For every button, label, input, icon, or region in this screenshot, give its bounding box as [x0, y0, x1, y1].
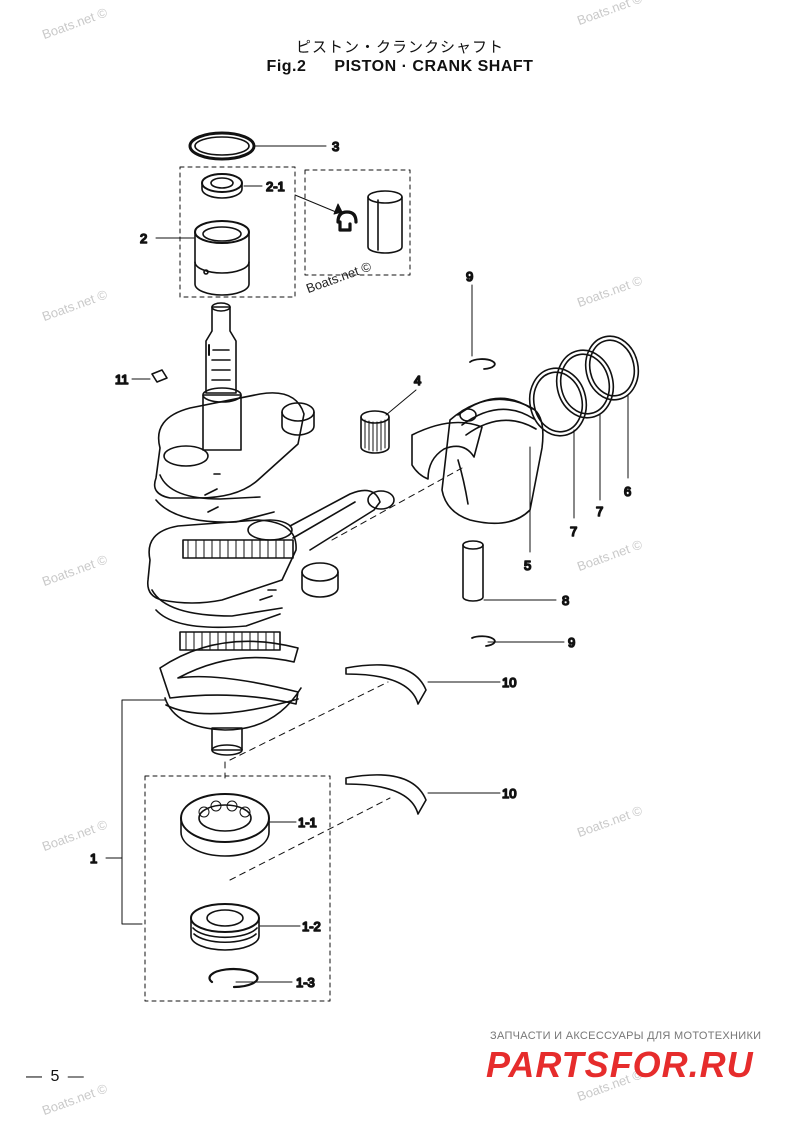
part-1-1-ball-bearing[interactable] [180, 793, 270, 857]
figure-title-english: PISTON · CRANK SHAFT [334, 58, 534, 75]
callout-3: 3 [332, 139, 339, 154]
part-7-piston-ring-a[interactable] [524, 363, 593, 441]
part-4-small-end-bearing[interactable] [360, 410, 390, 454]
inset-bearing-sleeve [367, 190, 403, 254]
part-1-crankshaft[interactable] [146, 302, 381, 756]
part-5-piston[interactable] [411, 397, 544, 525]
assembly-guide-lines [224, 467, 463, 881]
inset-detail-box [304, 169, 411, 276]
callout-1: 1 [90, 851, 97, 866]
brand-tagline: ЗАПЧАСТИ И АКСЕССУАРЫ ДЛЯ МОТОТЕХНИКИ [490, 1030, 762, 1042]
figure-label: Fig.2 [266, 58, 307, 75]
brand-logo[interactable]: PARTSFOR.RU [486, 1044, 754, 1085]
part-9-clip-upper[interactable] [469, 358, 496, 370]
callout-2: 2 [140, 231, 147, 246]
callout-10-lower: 10 [502, 786, 516, 801]
part-2-group-box [179, 166, 296, 298]
part-7-piston-ring-b[interactable] [551, 345, 620, 423]
callout-8: 8 [562, 593, 569, 608]
diagram-title-japanese: ピストン・クランクシャフト [295, 38, 504, 56]
part-2-bearing[interactable] [194, 220, 250, 296]
part-9-clip-lower[interactable] [471, 635, 496, 647]
callout-10-upper: 10 [502, 675, 516, 690]
part-1-2-oil-seal[interactable] [190, 903, 260, 951]
callout-6: 6 [624, 484, 631, 499]
callout-1-2: 1-2 [302, 919, 321, 934]
part-10-thrust-washer-lower[interactable] [345, 774, 427, 815]
callout-1-1: 1-1 [298, 815, 317, 830]
callout-7-a: 7 [570, 524, 577, 539]
callout-9-upper: 9 [466, 269, 473, 284]
callout-5: 5 [524, 558, 531, 573]
callout-1-3: 1-3 [296, 975, 315, 990]
part-6-piston-ring[interactable] [580, 331, 644, 404]
callout-2-1: 2-1 [266, 179, 285, 194]
part-10-thrust-washer-upper[interactable] [345, 664, 427, 705]
part-1-3-snap-ring[interactable] [208, 967, 259, 989]
part-1-group-box [144, 775, 331, 1002]
diagram-title: Fig.2 PISTON · CRANK SHAFT [0, 58, 800, 76]
inset-seal-lip-icon [336, 210, 358, 232]
callout-9-lower: 9 [568, 635, 575, 650]
part-2-1-seal[interactable] [201, 173, 243, 199]
callout-11: 11 [115, 372, 129, 387]
callout-4: 4 [414, 373, 421, 388]
part-3-o-ring[interactable] [188, 131, 256, 161]
leader-lines [105, 145, 629, 983]
callout-7-b: 7 [596, 504, 603, 519]
part-8-piston-pin[interactable] [462, 540, 484, 602]
page-number: — 5 — [26, 1068, 86, 1085]
part-11-woodruff-key[interactable] [151, 369, 168, 383]
connecting-rod-small-end [367, 490, 395, 510]
